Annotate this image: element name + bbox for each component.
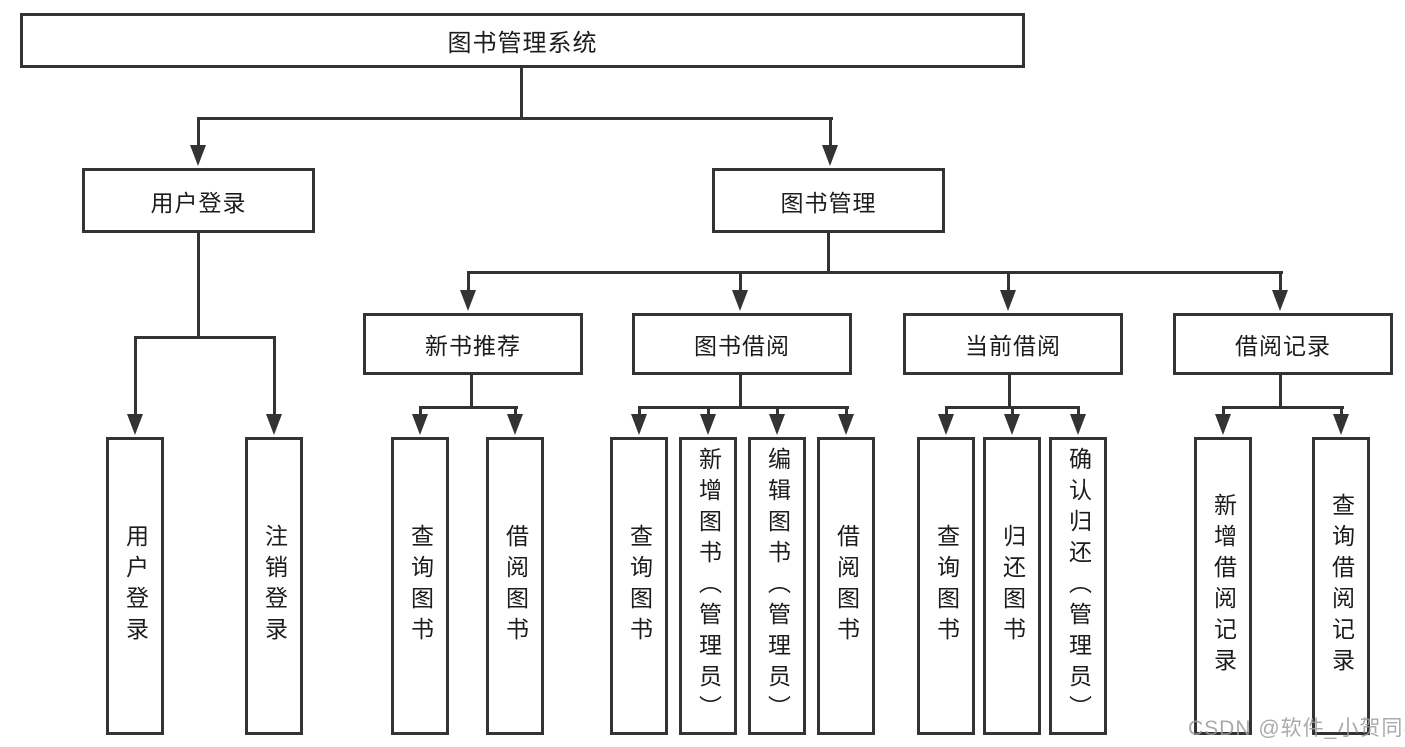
arrowhead-down-icon: [822, 145, 838, 166]
connector-arrow-shaft: [419, 406, 422, 416]
connector-line: [827, 233, 830, 274]
node-book-management: 图书管理: [712, 168, 945, 233]
connector-arrow-shaft: [467, 271, 470, 292]
connector-line: [739, 375, 742, 409]
arrowhead-down-icon: [1000, 290, 1016, 311]
leaf-add-borrow-record: 新增借阅记录: [1194, 437, 1252, 735]
leaf-confirm-return-admin: 确认归还（管理员）: [1049, 437, 1107, 735]
connector-arrow-shaft: [134, 336, 137, 416]
arrowhead-down-icon: [1272, 290, 1288, 311]
connector-line: [1222, 406, 1344, 409]
leaf-add-book-admin: 新增图书（管理员）: [679, 437, 737, 735]
connector-line: [520, 68, 523, 120]
connector-arrow-shaft: [739, 271, 742, 292]
connector-line: [419, 406, 518, 409]
arrowhead-down-icon: [190, 145, 206, 166]
leaf-user-login: 用户登录: [106, 437, 164, 735]
node-new-book-recommend: 新书推荐: [363, 313, 583, 375]
connector-arrow-shaft: [776, 406, 779, 416]
connector-line: [197, 233, 200, 339]
connector-arrow-shaft: [1011, 406, 1014, 416]
arrowhead-down-icon: [1333, 414, 1349, 435]
connector-line: [1279, 375, 1282, 409]
arrowhead-down-icon: [700, 414, 716, 435]
arrowhead-down-icon: [1215, 414, 1231, 435]
arrowhead-down-icon: [732, 290, 748, 311]
connector-arrow-shaft: [514, 406, 517, 416]
node-current-borrow: 当前借阅: [903, 313, 1123, 375]
arrowhead-down-icon: [127, 414, 143, 435]
arrowhead-down-icon: [631, 414, 647, 435]
node-user-login: 用户登录: [82, 168, 315, 233]
arrowhead-down-icon: [460, 290, 476, 311]
arrowhead-down-icon: [412, 414, 428, 435]
connector-arrow-shaft: [707, 406, 710, 416]
leaf-query-books-borrow: 查询图书: [610, 437, 668, 735]
connector-arrow-shaft: [638, 406, 641, 416]
arrowhead-down-icon: [769, 414, 785, 435]
connector-arrow-shaft: [1077, 406, 1080, 416]
connector-arrow-shaft: [1279, 271, 1282, 292]
arrowhead-down-icon: [1070, 414, 1086, 435]
node-book-borrow: 图书借阅: [632, 313, 852, 375]
node-root: 图书管理系统: [20, 13, 1025, 68]
leaf-borrow-books-recommend: 借阅图书: [486, 437, 544, 735]
arrowhead-down-icon: [938, 414, 954, 435]
connector-arrow-shaft: [197, 117, 200, 147]
leaf-query-borrow-record: 查询借阅记录: [1312, 437, 1370, 735]
leaf-borrow-books: 借阅图书: [817, 437, 875, 735]
connector-line: [197, 117, 833, 120]
connector-arrow-shaft: [1007, 271, 1010, 292]
arrowhead-down-icon: [266, 414, 282, 435]
connector-line: [467, 271, 1283, 274]
csdn-watermark: CSDN @软件_小贺同学: [1188, 717, 1405, 740]
connector-line: [470, 375, 473, 409]
arrowhead-down-icon: [1004, 414, 1020, 435]
arrowhead-down-icon: [838, 414, 854, 435]
node-borrow-record: 借阅记录: [1173, 313, 1393, 375]
leaf-query-books-current: 查询图书: [917, 437, 975, 735]
connector-arrow-shaft: [845, 406, 848, 416]
connector-arrow-shaft: [273, 336, 276, 416]
connector-arrow-shaft: [829, 117, 832, 147]
arrowhead-down-icon: [507, 414, 523, 435]
connector-arrow-shaft: [945, 406, 948, 416]
leaf-edit-book-admin: 编辑图书（管理员）: [748, 437, 806, 735]
connector-line: [638, 406, 849, 409]
connector-arrow-shaft: [1222, 406, 1225, 416]
leaf-query-books-recommend: 查询图书: [391, 437, 449, 735]
connector-line: [134, 336, 276, 339]
connector-line: [1008, 375, 1011, 409]
connector-arrow-shaft: [1340, 406, 1343, 416]
leaf-logout: 注销登录: [245, 437, 303, 735]
leaf-return-book: 归还图书: [983, 437, 1041, 735]
